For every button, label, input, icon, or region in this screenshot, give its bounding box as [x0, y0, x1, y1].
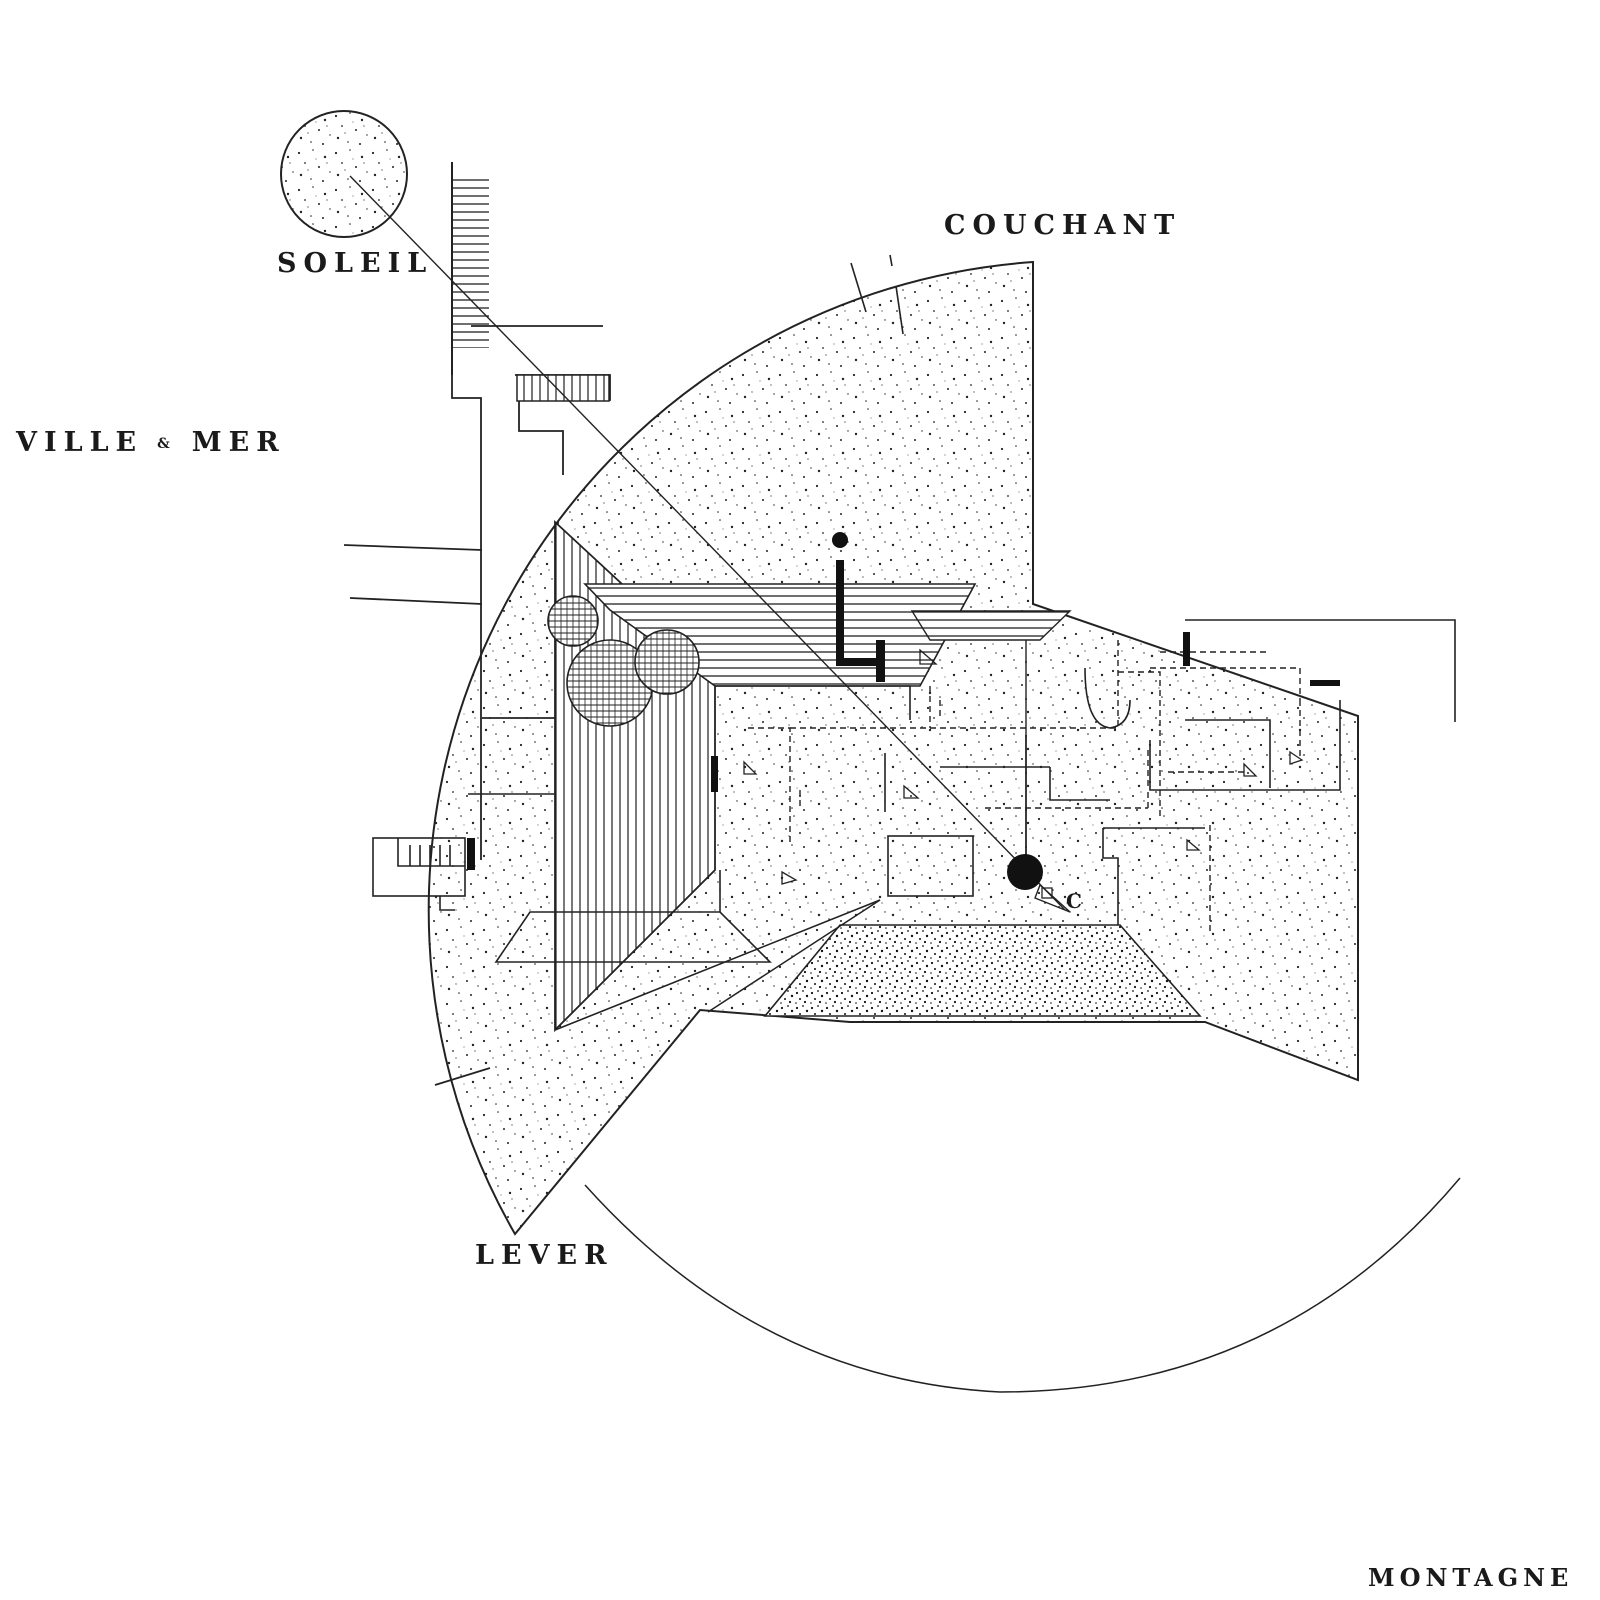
- wall-marker-1: [836, 560, 844, 666]
- column-dot-top: [832, 532, 848, 548]
- label-couchant: COUCHANT: [944, 210, 1182, 241]
- wall-marker-4: [711, 756, 718, 792]
- label-montagne: MONTAGNE: [1368, 1563, 1574, 1592]
- label-ville: VILLE: [16, 427, 144, 458]
- wall-marker-3: [876, 640, 885, 682]
- sun-ray-diagonal: [349, 175, 1066, 911]
- terrace-diagonal: [707, 899, 881, 1013]
- label-ville-mer: VILLE& MER: [16, 427, 286, 458]
- wall-marker-5: [1183, 632, 1190, 666]
- sphere-triangle: [1034, 883, 1071, 913]
- lower-planes: [494, 870, 881, 1031]
- label-soleil: SOLEIL: [277, 248, 434, 279]
- outer-arc: [584, 1177, 1461, 1393]
- wall-marker-6: [1310, 680, 1340, 686]
- hatched-triangle-right: [910, 610, 1072, 641]
- label-lever: LEVER: [475, 1240, 614, 1271]
- tree-circle-3: [634, 629, 700, 695]
- wall-marker-left: [467, 838, 475, 870]
- dashed-circulation: [748, 640, 1301, 935]
- wall-marker-2: [836, 658, 884, 666]
- arrow-markers: [743, 648, 1304, 885]
- sun-circle: [280, 110, 408, 238]
- stair-hatch: [451, 162, 489, 375]
- label-marker-c: C: [1066, 889, 1082, 913]
- label-ampersand: &: [157, 435, 172, 452]
- tree-circle-1: [547, 595, 599, 647]
- dense-stippled-terrace: [763, 924, 1202, 1017]
- arc-ticks: [850, 254, 904, 335]
- black-sphere: [1007, 854, 1043, 890]
- label-mer: MER: [191, 427, 286, 458]
- building-outline-left: [343, 325, 611, 1086]
- sphere-box: [1041, 887, 1053, 899]
- stair-block: [516, 374, 610, 402]
